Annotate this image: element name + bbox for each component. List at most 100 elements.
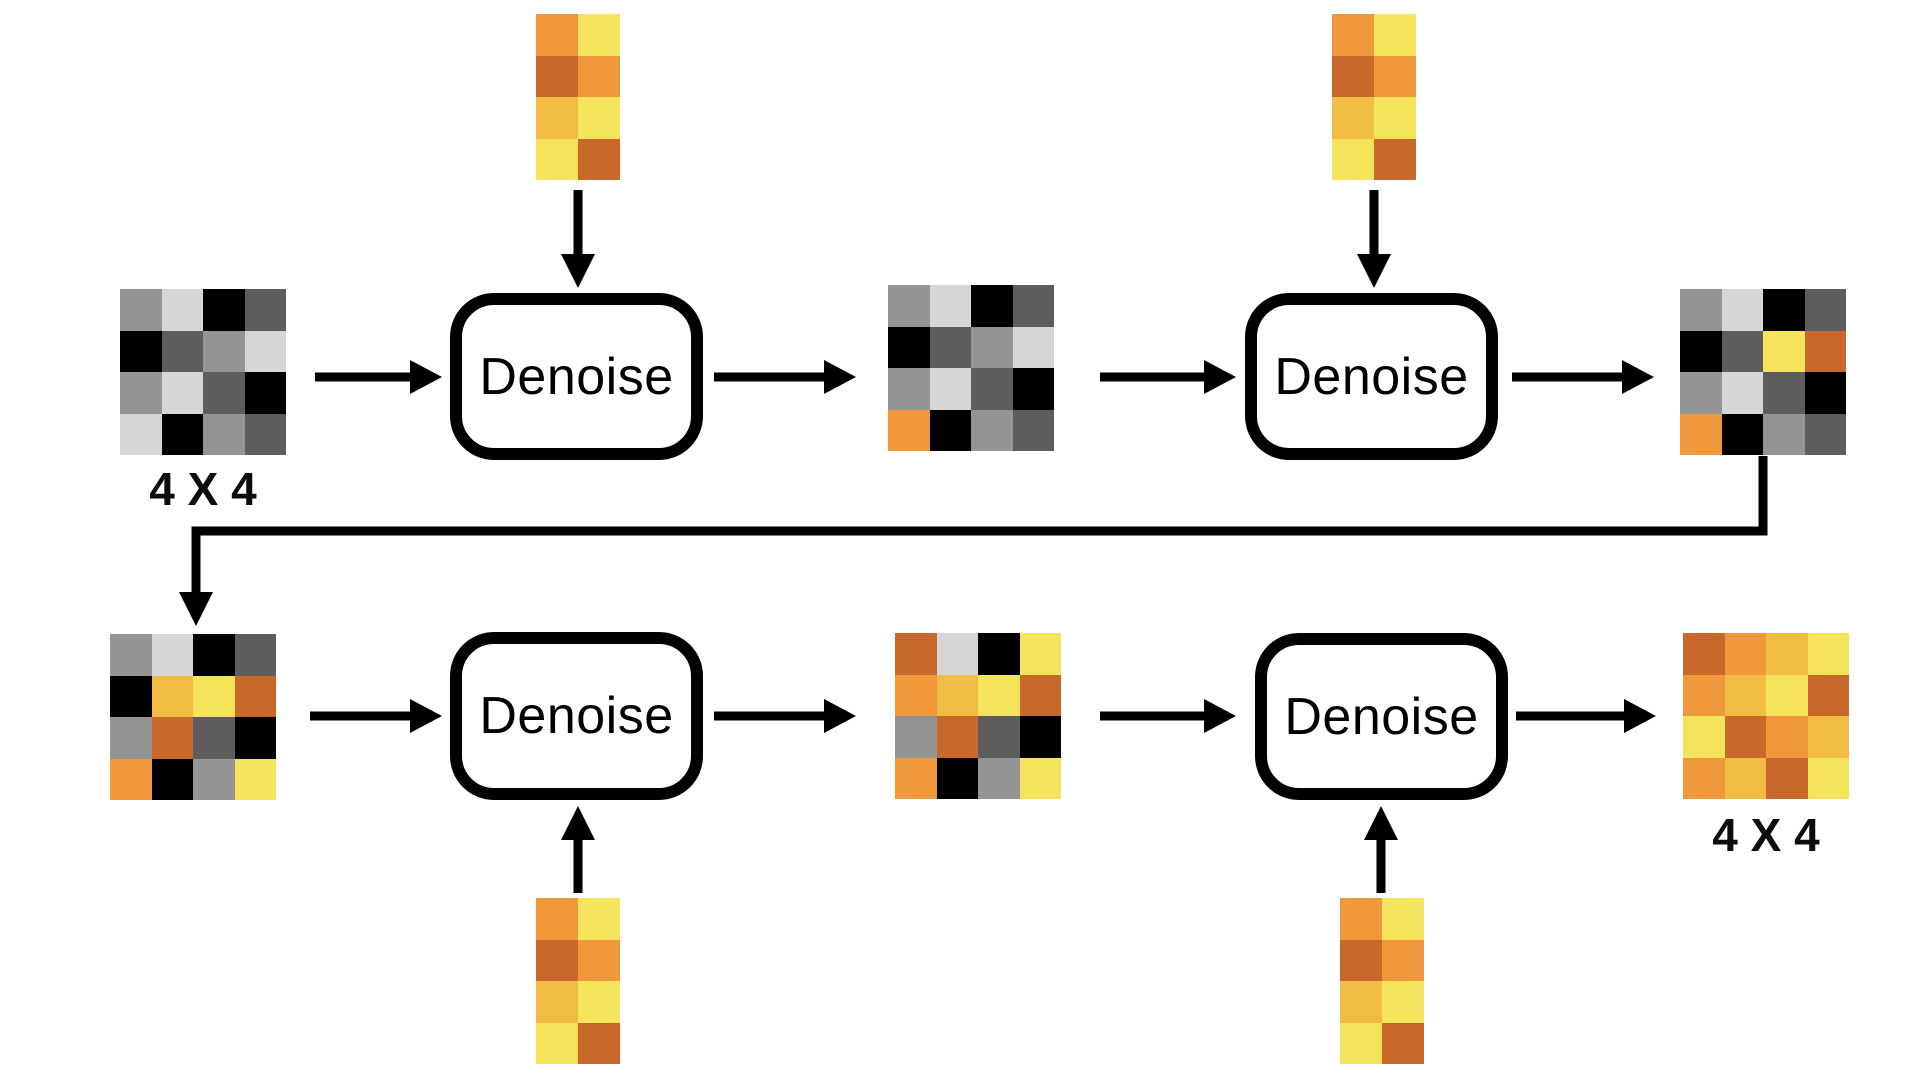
pixel-cell-orange bbox=[1683, 757, 1725, 799]
denoise-box-4: Denoise bbox=[1255, 633, 1508, 800]
pixel-cell-light_gray bbox=[936, 633, 978, 675]
pixel-cell-amber bbox=[1807, 716, 1849, 758]
pixel-cell-amber bbox=[536, 97, 578, 139]
pixel-cell-amber bbox=[1724, 757, 1766, 799]
pixel-cell-black bbox=[1680, 330, 1722, 372]
pixel-cell-black bbox=[971, 285, 1013, 327]
pixel-cell-light_gray bbox=[1012, 326, 1054, 368]
pixel-cell-black bbox=[1804, 372, 1846, 414]
pixel-cell-gray bbox=[120, 372, 162, 414]
pixel-cell-orange bbox=[536, 14, 578, 56]
arrow-denoise3-to-row2-mid bbox=[714, 699, 856, 733]
pixel-cell-orange bbox=[1340, 898, 1382, 940]
pixel-cell-yellow bbox=[578, 14, 620, 56]
denoise-box-3: Denoise bbox=[450, 632, 703, 800]
denoise-box-2-label: Denoise bbox=[1274, 347, 1469, 406]
pixel-cell-dark_gray bbox=[1804, 289, 1846, 331]
pixel-cell-dark_orange bbox=[1683, 633, 1725, 675]
pixel-cell-orange bbox=[536, 898, 578, 940]
pixel-cell-yellow bbox=[578, 97, 620, 139]
pixel-cell-orange bbox=[1680, 413, 1722, 455]
pixel-cell-black bbox=[161, 413, 203, 455]
pixel-cell-dark_orange bbox=[1804, 330, 1846, 372]
pixel-cell-yellow bbox=[1332, 138, 1374, 180]
pixel-cell-black bbox=[929, 409, 971, 451]
arrow-row1-input-to-denoise1 bbox=[315, 360, 442, 394]
pixel-cell-dark_gray bbox=[1721, 330, 1763, 372]
pixel-cell-black bbox=[1019, 716, 1061, 758]
arrow-vector3-up-to-denoise3 bbox=[561, 806, 595, 893]
pixel-cell-light_gray bbox=[1721, 372, 1763, 414]
pixel-cell-yellow bbox=[536, 1022, 578, 1064]
pixel-cell-yellow bbox=[1019, 757, 1061, 799]
pixel-cell-orange bbox=[1766, 716, 1808, 758]
pixel-cell-amber bbox=[1724, 674, 1766, 716]
pixel-cell-yellow bbox=[1019, 633, 1061, 675]
arrow-denoise4-to-row2-out bbox=[1516, 699, 1656, 733]
pixel-cell-orange bbox=[1374, 55, 1416, 97]
denoise-box-4-label: Denoise bbox=[1284, 687, 1479, 746]
pixel-cell-orange bbox=[1382, 939, 1424, 981]
pixel-cell-orange bbox=[578, 55, 620, 97]
arrow-row2-mid-to-denoise4 bbox=[1100, 699, 1236, 733]
pixel-cell-orange bbox=[578, 939, 620, 981]
pixel-cell-dark_orange bbox=[578, 138, 620, 180]
arrow-row1-mid-to-denoise2 bbox=[1100, 360, 1236, 394]
pixel-cell-yellow bbox=[1382, 898, 1424, 940]
pixel-cell-gray bbox=[971, 409, 1013, 451]
pixel-cell-orange bbox=[895, 757, 937, 799]
pixel-cell-dark_orange bbox=[234, 675, 276, 717]
pixel-cell-black bbox=[1721, 413, 1763, 455]
pixel-cell-orange bbox=[1332, 14, 1374, 56]
pixel-cell-gray bbox=[971, 326, 1013, 368]
pixel-cell-orange bbox=[1724, 633, 1766, 675]
pixel-cell-dark_gray bbox=[193, 717, 235, 759]
pixel-cell-orange bbox=[888, 409, 930, 451]
pixel-cell-light_gray bbox=[151, 634, 193, 676]
pixel-cell-yellow bbox=[1374, 97, 1416, 139]
pixel-cell-black bbox=[1012, 368, 1054, 410]
pixel-cell-gray bbox=[895, 716, 937, 758]
skip-connector-arrow bbox=[179, 456, 1768, 626]
pixel-cell-dark_gray bbox=[203, 372, 245, 414]
pixel-cell-yellow bbox=[1382, 981, 1424, 1023]
pixel-cell-black bbox=[1763, 289, 1805, 331]
pixel-cell-dark_gray bbox=[161, 330, 203, 372]
pixel-cell-gray bbox=[1680, 289, 1722, 331]
pixel-cell-dark_gray bbox=[1012, 409, 1054, 451]
pixel-cell-gray bbox=[1763, 413, 1805, 455]
pixel-cell-dark_orange bbox=[1724, 716, 1766, 758]
arrow-denoise1-to-row1-mid bbox=[714, 360, 856, 394]
pixel-cell-black bbox=[888, 326, 930, 368]
pixel-cell-amber bbox=[1332, 97, 1374, 139]
pixel-cell-yellow bbox=[978, 674, 1020, 716]
pixel-cell-gray bbox=[1680, 372, 1722, 414]
pixel-cell-gray bbox=[888, 285, 930, 327]
pixel-cell-dark_gray bbox=[929, 326, 971, 368]
output-size-label: 4 X 4 bbox=[1712, 809, 1820, 861]
pixel-cell-dark_orange bbox=[895, 633, 937, 675]
pixel-cell-dark_gray bbox=[234, 634, 276, 676]
pixel-cell-amber bbox=[1766, 633, 1808, 675]
pixel-cell-dark_gray bbox=[244, 413, 286, 455]
pixel-cell-dark_orange bbox=[1019, 674, 1061, 716]
denoise-box-2: Denoise bbox=[1245, 293, 1498, 460]
pixel-cell-yellow bbox=[1807, 633, 1849, 675]
denoise-box-3-label: Denoise bbox=[479, 687, 674, 745]
pixel-cell-dark_orange bbox=[1332, 55, 1374, 97]
arrow-vector4-up-to-denoise4 bbox=[1364, 806, 1398, 893]
pixel-cell-gray bbox=[120, 289, 162, 331]
pixel-cell-dark_orange bbox=[1340, 939, 1382, 981]
pixel-cell-light_gray bbox=[929, 368, 971, 410]
pixel-cell-yellow bbox=[1683, 716, 1725, 758]
conditioning-vector-1 bbox=[536, 14, 620, 180]
pixel-cell-orange bbox=[895, 674, 937, 716]
arrow-vector2-down-to-denoise2 bbox=[1357, 190, 1391, 288]
pixel-cell-amber bbox=[1340, 981, 1382, 1023]
pixel-cell-yellow bbox=[234, 758, 276, 800]
pixel-cell-black bbox=[110, 675, 152, 717]
row2-mid-grid bbox=[895, 633, 1061, 799]
pixel-cell-yellow bbox=[1374, 14, 1416, 56]
